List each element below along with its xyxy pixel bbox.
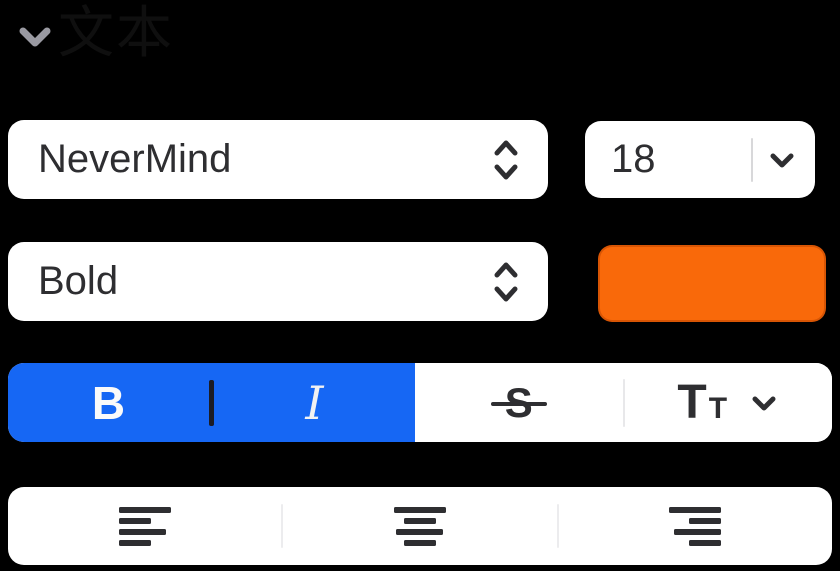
divider bbox=[209, 379, 214, 426]
align-center-icon bbox=[393, 506, 446, 546]
align-left-icon bbox=[118, 506, 171, 546]
chevron-up-down-icon bbox=[490, 258, 522, 306]
italic-toggle-button[interactable]: I bbox=[214, 363, 415, 442]
align-center-button[interactable] bbox=[283, 487, 556, 565]
divider bbox=[556, 504, 559, 548]
font-size-value: 18 bbox=[611, 137, 656, 181]
chevron-down-icon bbox=[749, 388, 779, 418]
font-family-value: NeverMind bbox=[38, 137, 232, 181]
align-right-icon bbox=[669, 506, 722, 546]
align-left-button[interactable] bbox=[8, 487, 281, 565]
panel-header: 文本 bbox=[0, 0, 840, 70]
font-style-select[interactable]: Bold bbox=[8, 242, 548, 321]
divider bbox=[751, 137, 753, 182]
collapse-section-button[interactable] bbox=[18, 24, 52, 52]
chevron-down-icon bbox=[19, 26, 51, 50]
active-toggle-group: B I bbox=[8, 363, 415, 442]
inactive-toggle-group: S T T bbox=[415, 363, 832, 442]
bold-toggle-button[interactable]: B bbox=[8, 363, 209, 442]
font-style-value: Bold bbox=[38, 259, 119, 303]
font-family-select[interactable]: NeverMind bbox=[8, 120, 548, 199]
text-case-dropdown-button[interactable]: T T bbox=[625, 363, 833, 442]
chevron-up-down-icon bbox=[490, 136, 522, 184]
font-size-select[interactable]: 18 bbox=[585, 121, 815, 198]
divider bbox=[622, 378, 625, 427]
divider bbox=[281, 504, 284, 548]
text-color-swatch[interactable] bbox=[598, 245, 826, 322]
strikethrough-toggle-button[interactable]: S bbox=[415, 363, 623, 442]
bold-label: B bbox=[91, 376, 126, 429]
chevron-down-icon bbox=[767, 145, 797, 175]
italic-label: I bbox=[305, 375, 324, 430]
strikethrough-label: S bbox=[490, 378, 547, 426]
alignment-bar bbox=[8, 487, 832, 565]
panel-title: 文本 bbox=[58, 1, 174, 64]
align-right-button[interactable] bbox=[559, 487, 832, 565]
format-toggle-bar: B I S T T bbox=[8, 363, 832, 442]
text-case-icon: T T bbox=[677, 376, 728, 429]
